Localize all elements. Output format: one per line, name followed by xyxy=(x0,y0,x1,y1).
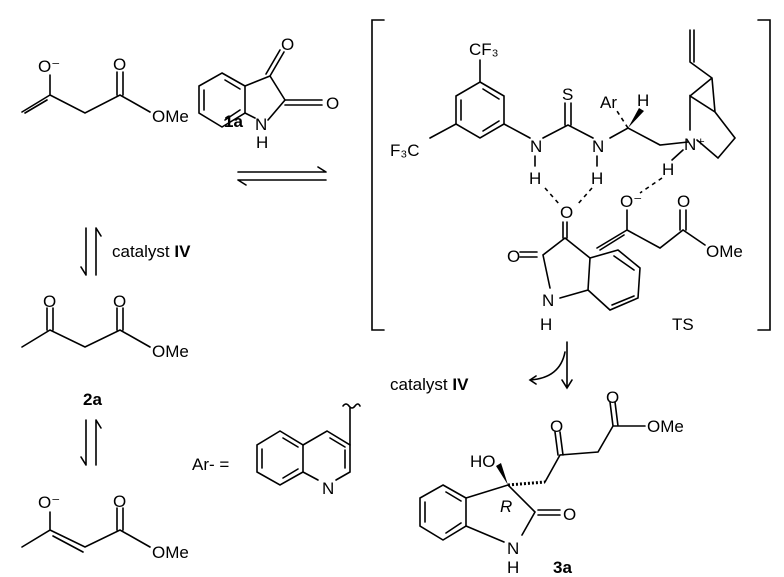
transition-state: CF₃ F₃C N S N H H O Ar H N⁺ H O⁻ O OMe O… xyxy=(390,29,743,334)
ts-h1: H xyxy=(529,169,541,188)
ts-enolate-o: O xyxy=(677,192,690,211)
isatin-o3: O xyxy=(281,35,294,54)
ar-quinoline: Ar- = N xyxy=(192,403,361,498)
ts-wedge xyxy=(628,108,644,128)
bracket-right xyxy=(757,19,771,331)
ts-ar: Ar xyxy=(600,93,617,112)
product-o-ester: O xyxy=(606,388,619,407)
ar-prefix: Ar- = xyxy=(192,455,229,474)
isatin-o2: O xyxy=(326,94,339,113)
ts-n1: N xyxy=(530,137,542,156)
bracket-left xyxy=(371,19,385,331)
product-h: H xyxy=(507,558,519,577)
ts-enolate-o-minus: O⁻ xyxy=(620,192,642,211)
ketoester-o1: O xyxy=(43,292,56,311)
label-1a: 1a xyxy=(224,112,243,131)
isatin-n: N xyxy=(255,115,267,134)
enolate-bottom: O⁻ O OMe xyxy=(21,492,189,562)
ts-n-plus: N⁺ xyxy=(684,135,705,154)
ketoester-ome: OMe xyxy=(152,342,189,361)
product-stereo-r: R xyxy=(500,497,512,516)
ts-s: S xyxy=(562,85,573,104)
product-o-ketone: O xyxy=(550,417,563,436)
quinoline-n: N xyxy=(322,479,334,498)
product-o-lactam: O xyxy=(563,505,576,524)
equilibrium-arrow-vertical-2 xyxy=(80,419,102,466)
ts-isatin-o: O xyxy=(507,247,520,266)
product-3a: HO R O O O OMe N H 3a xyxy=(419,388,684,577)
enolate-top-o: O xyxy=(113,55,126,74)
ts-enolate-ome: OMe xyxy=(706,242,743,261)
ts-h-stereo: H xyxy=(637,91,649,110)
catalyst-label-1: catalyst IV xyxy=(112,242,191,261)
ts-o-bridge: O xyxy=(560,203,573,222)
ts-label: TS xyxy=(672,315,694,334)
enolate-bottom-ome: OMe xyxy=(152,543,189,562)
equilibrium-arrow-horizontal xyxy=(237,166,327,186)
label-3a: 3a xyxy=(553,558,572,577)
enolate-top: O⁻ O OMe xyxy=(21,55,189,126)
enolate-top-o-minus: O⁻ xyxy=(38,57,60,76)
ketoester-2a: O O OMe 2a xyxy=(21,292,189,409)
product-ome: OMe xyxy=(647,417,684,436)
ts-isatin-h: H xyxy=(540,315,552,334)
reaction-arrow xyxy=(528,341,573,390)
enolate-bottom-o: O xyxy=(113,492,126,511)
ts-h2: H xyxy=(591,169,603,188)
label-2a: 2a xyxy=(83,390,102,409)
isatin-h: H xyxy=(256,133,268,152)
ketoester-o2: O xyxy=(113,292,126,311)
ts-isatin-n: N xyxy=(542,291,554,310)
isatin-1a: O O N H 1a xyxy=(198,35,339,152)
product-ho: HO xyxy=(470,452,496,471)
enolate-bottom-o-minus: O⁻ xyxy=(38,493,60,512)
enolate-top-ome: OMe xyxy=(152,107,189,126)
ts-n2: N xyxy=(592,137,604,156)
ts-f3c: F₃C xyxy=(390,141,420,160)
ts-cf3: CF₃ xyxy=(469,40,499,59)
product-n: N xyxy=(507,539,519,558)
catalyst-label-2: catalyst IV xyxy=(390,375,469,394)
equilibrium-arrow-vertical-1 xyxy=(80,227,102,276)
ts-h-nplus: H xyxy=(662,160,674,179)
